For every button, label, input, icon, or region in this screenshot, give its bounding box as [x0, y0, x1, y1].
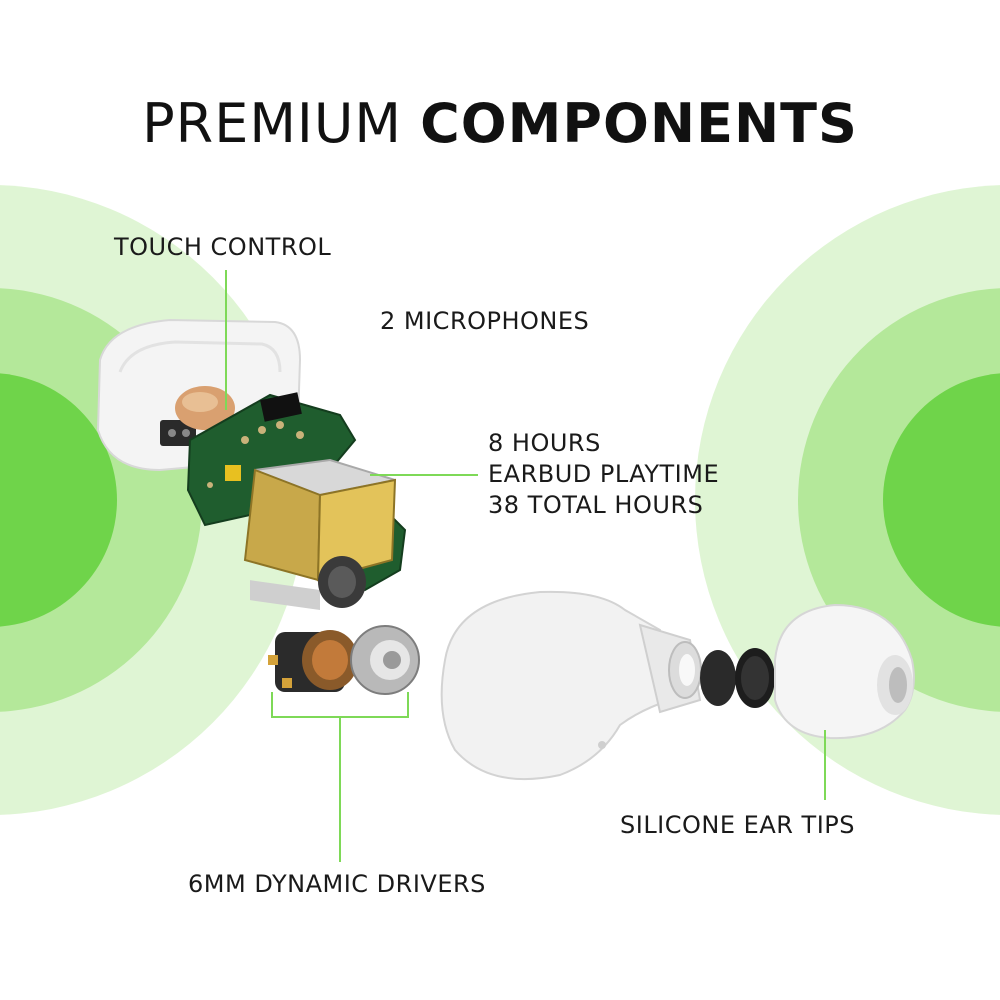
drivers-label: 6MM DYNAMIC DRIVERS	[188, 870, 486, 898]
ear-tip-image	[774, 603, 915, 740]
earbud-body-image	[440, 590, 702, 781]
drivers-bracket	[271, 692, 409, 718]
callout-lines	[225, 270, 826, 862]
battery-label-hours: 8 HOURS	[488, 429, 601, 457]
ear-tips-label: SILICONE EAR TIPS	[620, 811, 855, 839]
battery-label-playtime: EARBUD PLAYTIME	[488, 460, 720, 488]
dynamic-driver-image	[268, 625, 420, 695]
mesh-filter-image	[700, 648, 775, 708]
battery-label-total: 38 TOTAL HOURS	[488, 491, 704, 519]
microphones-label: 2 MICROPHONES	[380, 307, 590, 335]
page-title: PREMIUM COMPONENTS	[0, 92, 1000, 155]
touch-control-label: TOUCH CONTROL	[114, 233, 332, 261]
battery-image	[243, 458, 397, 610]
title-bold: COMPONENTS	[420, 92, 858, 155]
title-light: PREMIUM	[142, 92, 402, 155]
